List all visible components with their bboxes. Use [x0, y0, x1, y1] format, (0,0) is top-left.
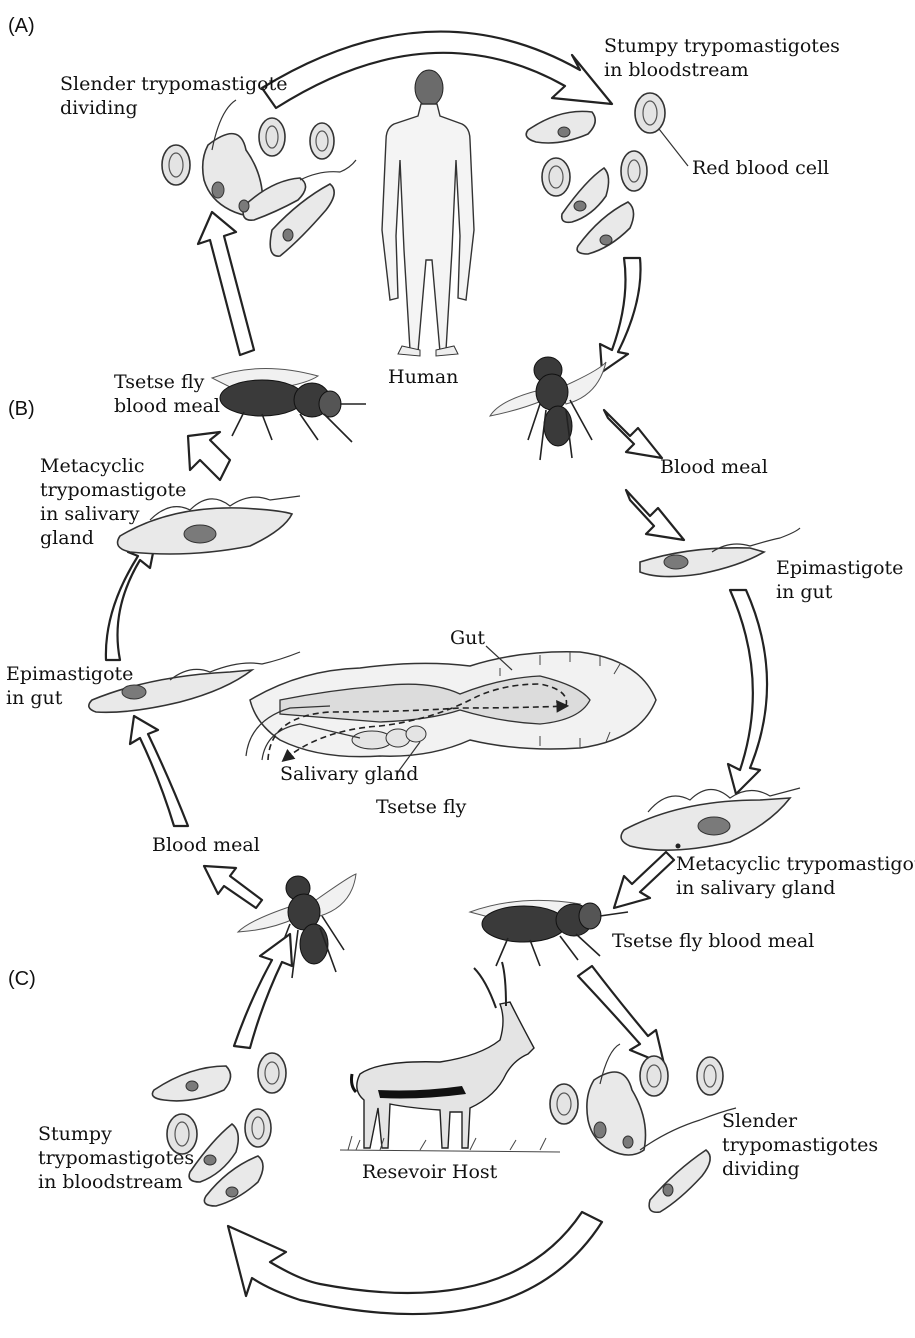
metacyclic-left-label-1: Metacyclic: [40, 455, 144, 477]
slender-dividing-bottom-label-1: Slender: [722, 1110, 798, 1132]
metacyclic-left-label-2: trypomastigote: [40, 479, 186, 501]
arrow-fly-to-bloodmeal-left: [204, 866, 262, 908]
metacyclic-left-label-4: gland: [40, 527, 94, 549]
arrow-up-epi-left: [106, 538, 156, 660]
tsetse-blood-meal-right-label: Tsetse fly blood meal: [612, 930, 814, 952]
metacyclic-right-label-2: in salivary gland: [676, 877, 835, 899]
tsetse-fly-label: Tsetse fly: [376, 796, 467, 818]
metacyclic-left-label-3: in salivary: [40, 503, 140, 525]
arrow-to-epimastigote-right: [626, 490, 684, 540]
human-label: Human: [388, 366, 458, 388]
tsetse-blood-meal-left-label-2: blood meal: [114, 395, 220, 417]
slender-dividing-top-label-2: dividing: [60, 97, 138, 119]
arrow-down-right-1: [600, 258, 641, 372]
reservoir-host-label: Resevoir Host: [362, 1161, 498, 1183]
tsetse-fly-right-top-icon: [490, 357, 606, 460]
metacyclic-right-label-1: Metacyclic trypomastigote: [676, 853, 915, 875]
arrow-up-bloodmeal-left: [130, 716, 188, 826]
gut-label: Gut: [450, 627, 485, 649]
human-figure-icon: [382, 70, 474, 356]
epimastigote-left-label-1: Epimastigote: [6, 663, 133, 685]
epimastigote-right-label-1: Epimastigote: [776, 557, 903, 579]
panel-b-label: (B): [8, 398, 35, 420]
epimastigote-right-label-2: in gut: [776, 581, 833, 603]
tsetse-gut-diagram-icon: [246, 652, 656, 760]
salivary-gland-label: Salivary gland: [280, 763, 418, 785]
slender-dividing-top-label-1: Slender trypomastigote: [60, 73, 287, 95]
slender-dividing-bottom-label-3: dividing: [722, 1158, 800, 1180]
panel-a-label: (A): [8, 15, 35, 37]
stumpy-bottom-label-1: Stumpy: [38, 1123, 112, 1145]
arrow-up-stumpy-bottom: [234, 934, 292, 1048]
arrow-up-left-1: [198, 212, 254, 355]
arrow-epi-to-meta-right: [728, 590, 767, 794]
blood-meal-left-label: Blood meal: [152, 834, 260, 856]
red-blood-cell-label: Red blood cell: [692, 157, 829, 179]
metacyclic-trypomastigote-right: [621, 788, 800, 850]
arrow-down-slender-bottom: [578, 966, 664, 1064]
slender-dividing-bottom-label-2: trypomastigotes: [722, 1134, 878, 1156]
tsetse-fly-left-icon: [212, 368, 366, 442]
metacyclic-trypomastigote-left: [118, 496, 300, 554]
tsetse-fly-left-bottom-icon: [238, 874, 356, 978]
stumpy-bottom-label-2: trypomastigotes: [38, 1147, 194, 1169]
tsetse-fly-right-bottom-icon: [470, 900, 628, 966]
cycle-arrow-bottom: [228, 1212, 602, 1314]
stumpy-bottom-label-3: in bloodstream: [38, 1171, 183, 1193]
arrow-blood-meal-right: [604, 410, 662, 458]
blood-meal-right-label: Blood meal: [660, 456, 768, 478]
tsetse-blood-meal-left-label-1: Tsetse fly: [114, 371, 205, 393]
panel-c-label: (C): [8, 968, 36, 990]
stumpy-top-label-2: in bloodstream: [604, 59, 749, 81]
epimastigote-left-label-2: in gut: [6, 687, 63, 709]
arrow-up-meta-left: [188, 432, 230, 480]
arrow-meta-to-fly-right: [614, 852, 674, 908]
antelope-icon: [340, 962, 560, 1152]
stumpy-top-label-1: Stumpy trypomastigotes: [604, 35, 840, 57]
